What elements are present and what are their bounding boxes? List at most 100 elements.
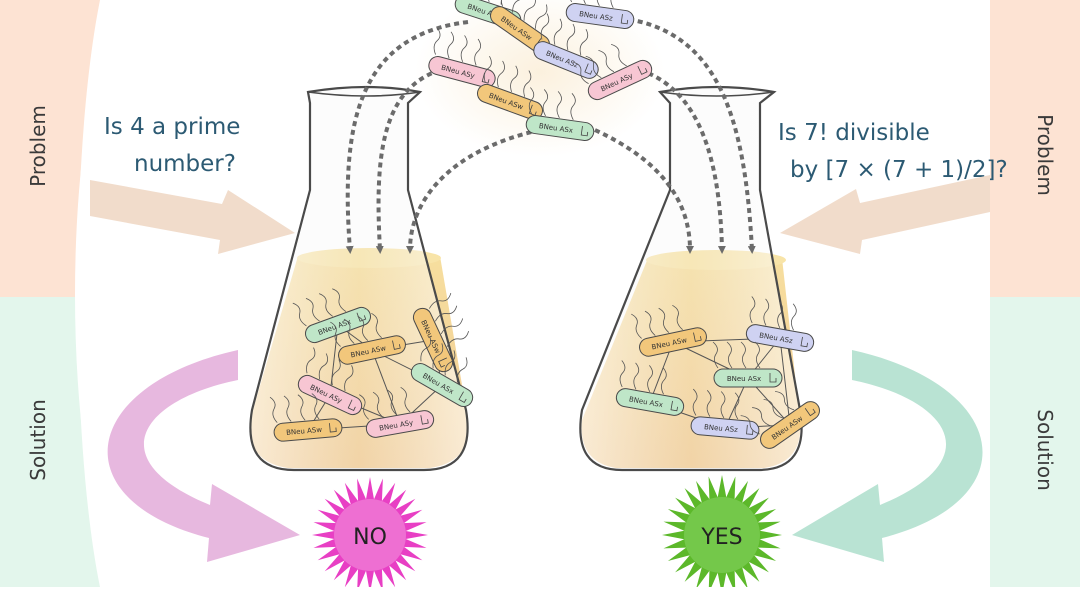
- cell-flagellum: [631, 313, 642, 339]
- cell-flagellum: [386, 389, 397, 415]
- right-question-line-1: Is 7! divisible: [778, 120, 930, 146]
- cell-flagellum: [456, 357, 468, 383]
- cell-flagellum: [542, 89, 548, 117]
- cell-flagellum: [553, 18, 563, 45]
- cell-plasmid-mark: [800, 336, 808, 348]
- cell-flagellum: [420, 336, 432, 362]
- answer-bursts: NO YES: [312, 475, 782, 591]
- right-problem-label: Problem: [1033, 114, 1057, 196]
- right-solution-arrow: [792, 350, 983, 562]
- cell-flagellum: [343, 318, 355, 344]
- cell-flagellum: [633, 362, 640, 390]
- cell-flagellum: [566, 23, 576, 51]
- cell-flagellum: [775, 391, 795, 411]
- cell-flagellum: [483, 56, 492, 83]
- cell-flagellum: [510, 65, 519, 93]
- no-answer: NO: [353, 525, 387, 550]
- right-problem-band: [990, 0, 1080, 297]
- cell-plasmid-mark: [769, 373, 777, 383]
- cell-flagellum: [372, 391, 383, 418]
- bacterium-cell: BNeu ASz: [533, 13, 599, 79]
- cell-body: [713, 368, 783, 388]
- cell-flagellum: [712, 341, 719, 369]
- cell-flagellum: [497, 60, 505, 88]
- cell-flagellum: [447, 31, 454, 59]
- right-problem-arrow: [780, 175, 990, 254]
- cell-flagellum: [512, 0, 525, 13]
- cell-label: BNeu ASz: [704, 423, 739, 434]
- cell-plasmid-mark: [438, 357, 447, 368]
- cell-flagellum: [474, 38, 482, 66]
- cell-flagellum: [644, 310, 656, 336]
- cell-flagellum: [535, 4, 548, 29]
- dotted-arrow-left-1: [345, 20, 469, 254]
- cell-flagellum: [596, 0, 602, 7]
- cell-flagellum: [556, 91, 562, 119]
- left-solution-arrow: [107, 350, 300, 562]
- cell-body: [305, 306, 371, 344]
- yes-answer: YES: [700, 525, 742, 550]
- cell-plasmid-mark: [392, 340, 401, 350]
- cell-flagellum: [332, 288, 347, 312]
- cell-plasmid-mark: [670, 400, 678, 412]
- cell-body: [565, 3, 635, 29]
- cell-flagellum: [460, 35, 468, 62]
- cell-flagellum: [444, 350, 456, 376]
- left-problem-arrow: [90, 180, 295, 254]
- cell-body: [273, 418, 343, 442]
- cell-flagellum: [706, 390, 712, 417]
- cell-flagellum: [598, 49, 615, 73]
- cell-flagellum: [672, 304, 683, 331]
- network-link: [329, 324, 339, 396]
- cell-flagellum: [331, 359, 341, 386]
- cell-plasmid-mark: [329, 423, 337, 433]
- cell-flagellum: [647, 365, 653, 392]
- cell-plasmid-mark: [620, 14, 629, 25]
- cell-plasmid-mark: [420, 415, 429, 425]
- cell-plasmid-mark: [347, 399, 356, 411]
- cell-body: [525, 115, 595, 141]
- bacterium-cell: BNeu ASz: [745, 296, 815, 352]
- bacterium-cell: BNeu ASz: [565, 0, 635, 29]
- bacterium-cell: BNeu ASw: [477, 56, 543, 121]
- cell-cloud: [415, 0, 665, 157]
- cell-flagellum: [585, 55, 602, 79]
- bacterium-cell: BNeu ASz: [690, 388, 760, 440]
- right-question: Is 7! divisible by [7 × (7 + 1)/2]?: [778, 120, 1008, 183]
- cell-flagellum: [344, 365, 354, 392]
- cell-flagellum: [400, 386, 411, 413]
- dotted-arrow-right-1: [619, 16, 756, 254]
- cell-flagellum: [752, 407, 772, 427]
- cell-flagellum: [446, 331, 469, 347]
- cell-flagellum: [318, 353, 329, 380]
- cell-flagellum: [523, 70, 532, 97]
- cell-flagellum: [318, 293, 333, 317]
- cell-flagellum: [359, 394, 369, 420]
- cell-plasmid-mark: [458, 391, 467, 404]
- cell-flagellum: [610, 0, 616, 8]
- cell-flagellum: [434, 305, 458, 322]
- cell-flagellum: [440, 318, 464, 335]
- cell-flagellum: [740, 341, 747, 369]
- right-solution-label: Solution: [1033, 409, 1057, 490]
- cell-flagellum: [311, 393, 320, 420]
- cell-body: [412, 307, 454, 373]
- cell-flagellum: [292, 302, 307, 327]
- cell-flagellum: [330, 321, 341, 347]
- cell-label: BNeu ASx: [727, 375, 761, 383]
- cell-body: [477, 83, 543, 121]
- cell-flagellum: [777, 301, 783, 328]
- cell-body: [297, 374, 363, 416]
- bacterium-cell: BNeu ASx: [525, 87, 595, 141]
- left-flask-rim: [307, 91, 421, 97]
- problem-arrows: [90, 175, 990, 254]
- cell-plasmid-mark: [746, 424, 754, 435]
- cell-flagellum: [371, 312, 382, 339]
- cell-flagellum: [269, 396, 278, 423]
- dotted-arrows: [345, 16, 756, 254]
- cell-body: [587, 59, 653, 101]
- yes-burst-core: [684, 497, 760, 573]
